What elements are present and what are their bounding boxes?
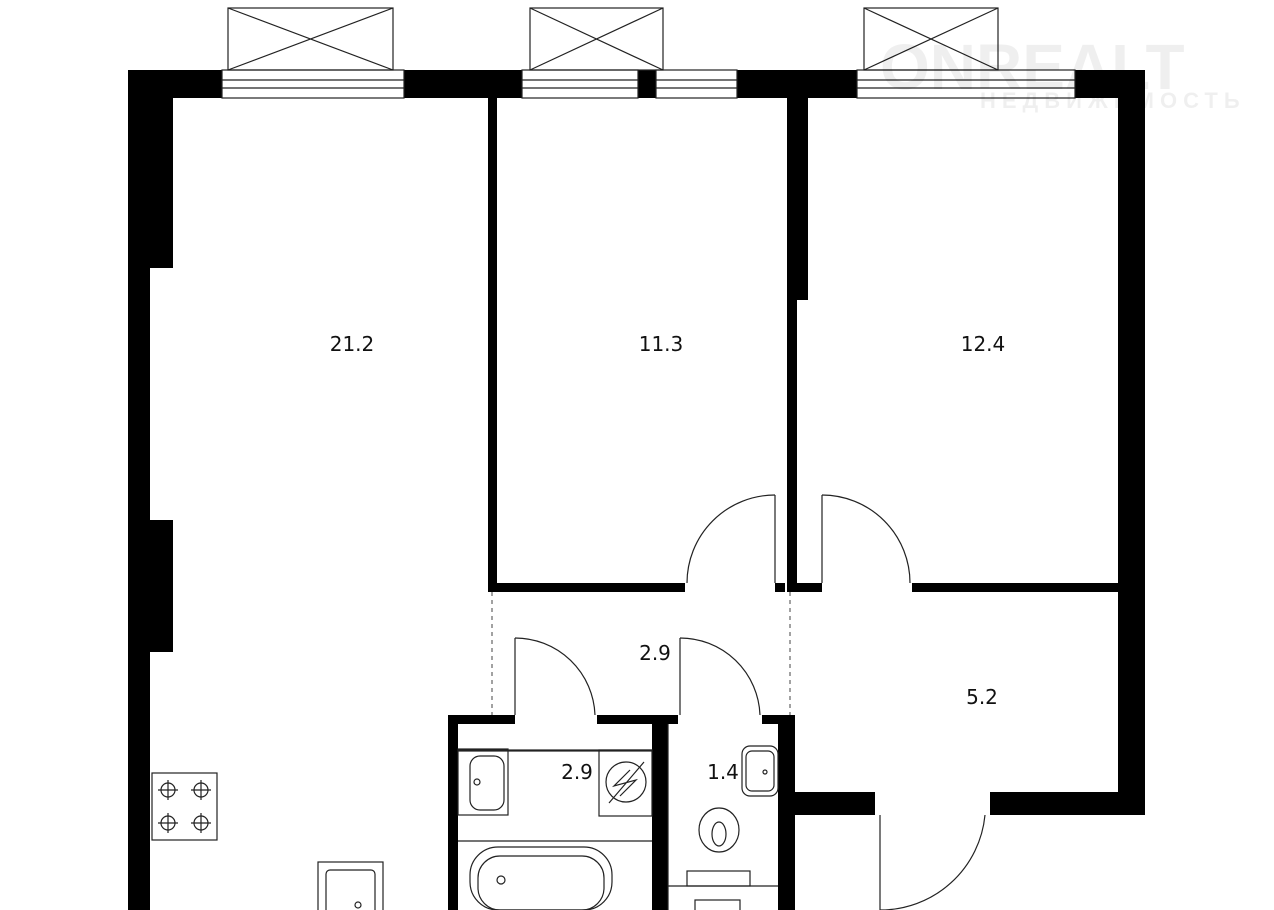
doors [514, 494, 986, 910]
room-area-corridor: 2.9 [639, 641, 671, 665]
room-area-bedroom-2: 12.4 [960, 332, 1006, 356]
stove-icon [151, 772, 218, 841]
walls [128, 70, 1145, 910]
room-area-hall: 5.2 [966, 685, 998, 709]
bathroom-fixtures [457, 748, 653, 910]
room-area-wc: 1.4 [707, 760, 739, 784]
kitchen-sink-icon [317, 861, 384, 910]
room-area-bedroom-1: 11.3 [638, 332, 684, 356]
watermark-brand: ONREALT [880, 31, 1185, 103]
room-area-bathroom: 2.9 [561, 760, 593, 784]
watermark-subtitle: НЕДВИЖИМОСТЬ [980, 88, 1246, 113]
room-area-living: 21.2 [329, 332, 375, 356]
balcony-units [227, 7, 999, 71]
wc-fixtures [667, 724, 779, 910]
